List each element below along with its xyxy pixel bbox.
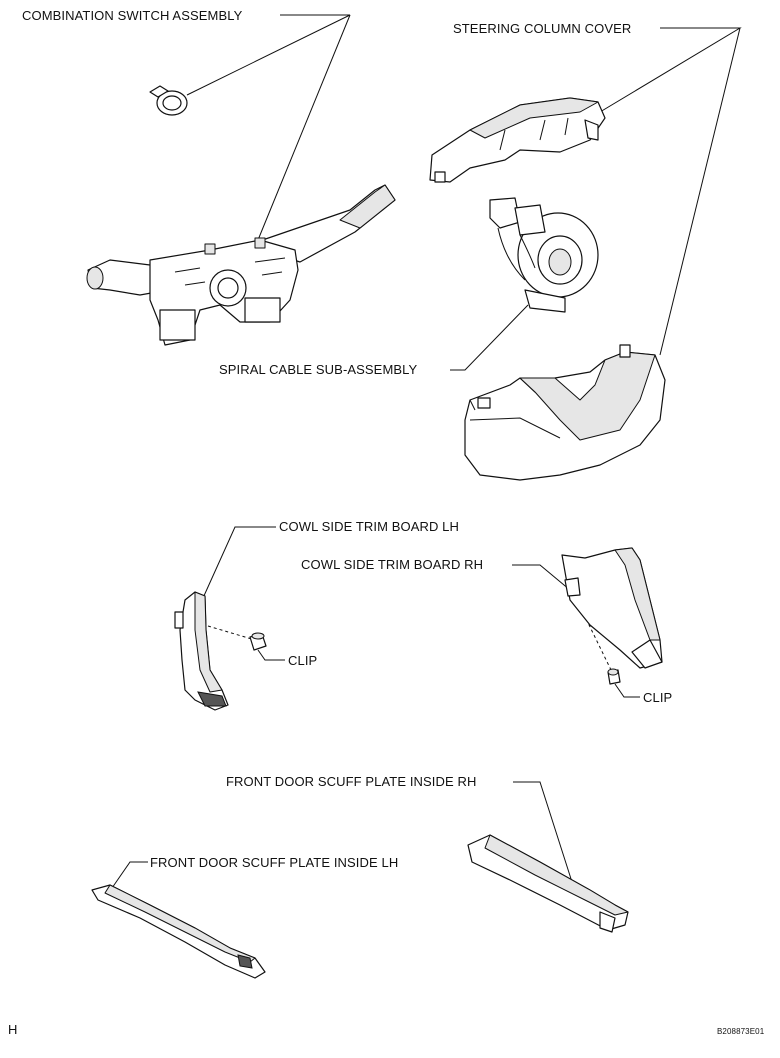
label-scuff-plate-rh: FRONT DOOR SCUFF PLATE INSIDE RH: [226, 774, 477, 789]
corner-letter: H: [8, 1022, 18, 1037]
clamp-part: [149, 85, 188, 116]
label-steering-column-cover: STEERING COLUMN COVER: [453, 21, 632, 36]
clip-right-part: [607, 668, 621, 685]
label-cowl-side-trim-lh: COWL SIDE TRIM BOARD LH: [279, 519, 459, 534]
label-spiral-cable: SPIRAL CABLE SUB-ASSEMBLY: [219, 362, 418, 377]
drawing-id: B208873E01: [717, 1027, 765, 1036]
upper-column-cover-part: [429, 97, 606, 183]
label-cowl-side-trim-rh: COWL SIDE TRIM BOARD RH: [301, 557, 484, 572]
label-combination-switch: COMBINATION SWITCH ASSEMBLY: [22, 8, 243, 23]
clip-left-part: [249, 632, 267, 651]
leader-lines: [111, 14, 742, 889]
cowl-trim-rh-part: [561, 547, 663, 669]
spiral-cable-part: [489, 197, 599, 313]
cowl-trim-lh-part: [174, 591, 229, 711]
label-scuff-plate-lh: FRONT DOOR SCUFF PLATE INSIDE LH: [150, 855, 399, 870]
combination-switch-part: [86, 184, 396, 346]
label-clip-right: CLIP: [643, 690, 673, 705]
scuff-plate-lh-part: [91, 884, 266, 979]
lower-column-cover-part: [464, 344, 666, 481]
label-clip-left: CLIP: [288, 653, 318, 668]
scuff-plate-rh-part: [467, 834, 629, 933]
